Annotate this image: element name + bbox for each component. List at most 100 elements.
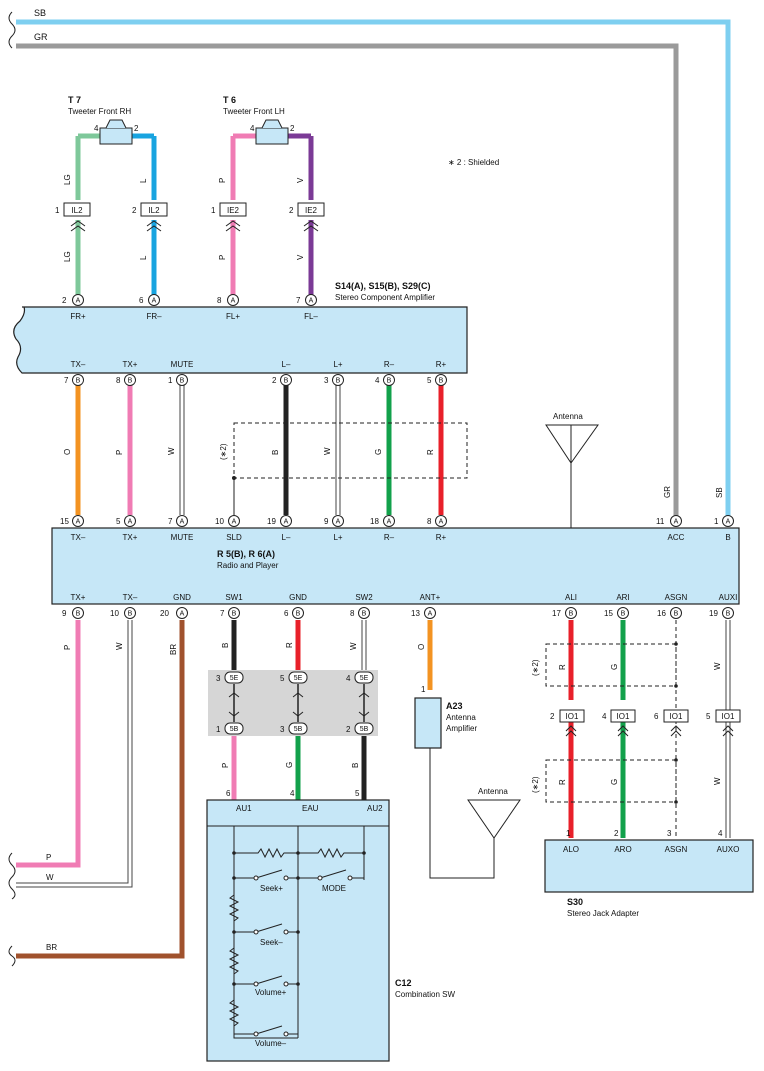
- svg-text:AU1: AU1: [236, 804, 252, 813]
- switch-seek-plus: Seek+: [260, 884, 283, 893]
- svg-text:5B: 5B: [294, 726, 303, 733]
- svg-text:6: 6: [226, 789, 231, 798]
- svg-text:A: A: [76, 298, 81, 305]
- svg-text:1: 1: [216, 725, 221, 734]
- switch-volume-plus: Volume+: [255, 988, 287, 997]
- svg-text:TX+: TX+: [71, 593, 86, 602]
- svg-text:A: A: [284, 519, 289, 526]
- svg-text:9: 9: [324, 517, 329, 526]
- svg-text:FL+: FL+: [226, 312, 240, 321]
- svg-text:MUTE: MUTE: [171, 360, 194, 369]
- svg-text:BR: BR: [169, 644, 178, 655]
- svg-text:A: A: [309, 298, 314, 305]
- svg-text:A: A: [231, 298, 236, 305]
- svg-text:(∗2): (∗2): [531, 776, 540, 793]
- svg-text:2: 2: [550, 712, 555, 721]
- svg-text:2: 2: [614, 829, 619, 838]
- svg-text:IL2: IL2: [71, 206, 83, 215]
- svg-text:SW1: SW1: [225, 593, 243, 602]
- svg-text:11: 11: [656, 517, 665, 526]
- svg-text:1: 1: [566, 829, 571, 838]
- svg-text:B: B: [284, 378, 289, 385]
- gr-wire: GR: [16, 32, 679, 519]
- svg-text:GND: GND: [289, 593, 307, 602]
- svg-text:TX–: TX–: [123, 593, 138, 602]
- wire-break-mark: [8, 11, 16, 49]
- svg-text:16: 16: [657, 609, 666, 618]
- svg-text:R–: R–: [384, 360, 395, 369]
- svg-text:L+: L+: [333, 533, 342, 542]
- svg-text:5: 5: [355, 789, 360, 798]
- radio-bottom-labels: TX+ TX– GND SW1 GND SW2 ANT+ ALI ARI ASG…: [71, 593, 738, 602]
- svg-text:7: 7: [220, 609, 225, 618]
- tweeter-rh-id: T 7: [68, 95, 81, 105]
- svg-text:O: O: [63, 449, 72, 455]
- svg-text:A: A: [152, 298, 157, 305]
- svg-text:TX+: TX+: [123, 360, 138, 369]
- tweeter-front-rh: T 7 Tweeter Front RH 4 2: [68, 95, 157, 200]
- svg-text:(∗2): (∗2): [531, 659, 540, 676]
- svg-text:A: A: [128, 519, 133, 526]
- svg-text:G: G: [374, 449, 383, 455]
- svg-text:LG: LG: [63, 251, 72, 262]
- svg-text:L+: L+: [333, 360, 342, 369]
- svg-text:15: 15: [60, 517, 69, 526]
- svg-text:P: P: [218, 178, 227, 183]
- svg-text:W: W: [713, 662, 722, 670]
- radio-id: R 5(B), R 6(A): [217, 549, 275, 559]
- svg-text:B: B: [128, 611, 133, 618]
- combo-sw-id: C12: [395, 978, 412, 988]
- svg-text:2: 2: [132, 206, 137, 215]
- svg-text:5: 5: [116, 517, 121, 526]
- svg-text:9: 9: [62, 609, 67, 618]
- stereo-component-amplifier: S14(A), S15(B), S29(C) Stereo Component …: [13, 281, 468, 374]
- connector-il2-ie2: IL2 1 IL2 2 IE2 1 IE2 2: [55, 202, 325, 232]
- amp-bottom-labels: TX– TX+ MUTE L– L+ R– R+: [71, 360, 447, 369]
- svg-text:LG: LG: [63, 174, 72, 185]
- svg-text:R: R: [285, 642, 294, 648]
- svg-text:18: 18: [370, 517, 379, 526]
- svg-text:3: 3: [667, 829, 672, 838]
- svg-text:W: W: [713, 777, 722, 785]
- svg-text:A: A: [674, 519, 679, 526]
- svg-text:7: 7: [168, 517, 173, 526]
- svg-text:B: B: [128, 378, 133, 385]
- svg-text:5B: 5B: [230, 726, 239, 733]
- svg-text:B: B: [180, 378, 185, 385]
- antenna-amp-id: A23: [446, 701, 463, 711]
- svg-text:A: A: [726, 519, 731, 526]
- svg-text:7: 7: [296, 296, 301, 305]
- svg-text:5E: 5E: [230, 675, 239, 682]
- svg-text:BR: BR: [46, 943, 57, 952]
- svg-text:5: 5: [427, 376, 432, 385]
- svg-text:SW2: SW2: [355, 593, 373, 602]
- svg-text:IO1: IO1: [722, 712, 735, 721]
- svg-text:FL–: FL–: [304, 312, 318, 321]
- svg-text:2: 2: [134, 124, 139, 133]
- svg-text:SB: SB: [715, 487, 724, 498]
- svg-text:2: 2: [272, 376, 277, 385]
- svg-text:R–: R–: [384, 533, 395, 542]
- svg-text:15: 15: [604, 609, 613, 618]
- radio-name: Radio and Player: [217, 561, 279, 570]
- antenna-label: Antenna: [553, 412, 583, 421]
- svg-text:IO1: IO1: [670, 712, 683, 721]
- svg-text:R: R: [558, 664, 567, 670]
- svg-text:13: 13: [411, 609, 420, 618]
- svg-text:3: 3: [216, 674, 221, 683]
- speaker-icon: [99, 127, 133, 145]
- svg-text:2: 2: [289, 206, 294, 215]
- svg-text:3: 3: [324, 376, 329, 385]
- svg-text:EAU: EAU: [302, 804, 319, 813]
- svg-text:ASGN: ASGN: [665, 593, 688, 602]
- svg-text:B: B: [439, 378, 444, 385]
- svg-text:6: 6: [654, 712, 659, 721]
- svg-text:L: L: [139, 255, 148, 260]
- svg-text:IO1: IO1: [566, 712, 579, 721]
- svg-text:1: 1: [211, 206, 216, 215]
- svg-text:1: 1: [55, 206, 60, 215]
- svg-text:A: A: [232, 519, 237, 526]
- svg-text:B: B: [296, 611, 301, 618]
- svg-text:3: 3: [280, 725, 285, 734]
- svg-text:B: B: [76, 378, 81, 385]
